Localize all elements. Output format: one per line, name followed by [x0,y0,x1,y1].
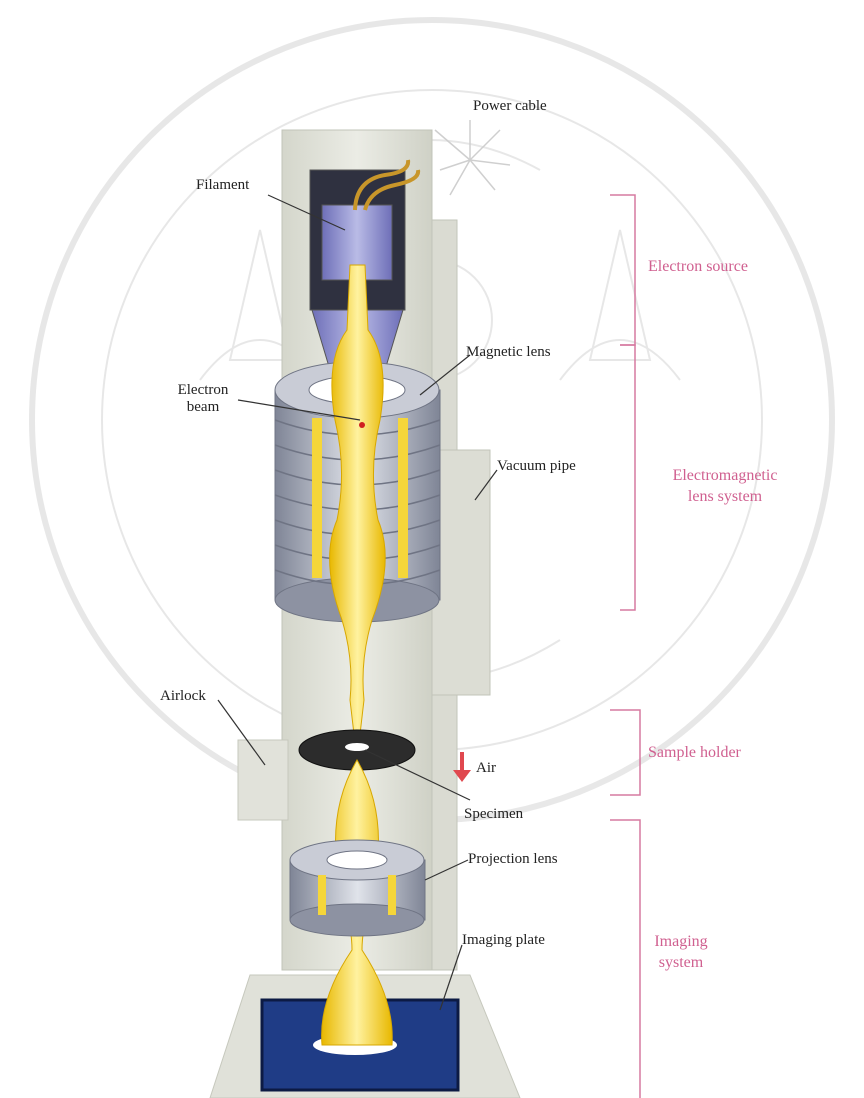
label-airlock: Airlock [160,688,206,705]
airlock [238,740,288,820]
label-vacuum-pipe: Vacuum pipe [497,458,576,475]
label-air: Air [476,760,496,777]
label-power-cable: Power cable [473,98,547,115]
section-electromagnetic-line-1: Electromagnetic [640,466,810,487]
power-burst [435,120,510,195]
section-imaging-line-1: Imaging [646,932,716,953]
section-electromagnetic-line-2: lens system [640,487,810,508]
section-electromagnetic-lens-system: Electromagnetic lens system [640,466,810,508]
section-imaging-system: Imaging system [646,932,716,974]
section-electron-source: Electron source [648,257,748,278]
label-projection-lens: Projection lens [468,851,558,868]
label-electron-beam-line-1: Electron [163,382,243,399]
label-electron-beam-line-2: beam [163,399,243,416]
section-brackets [610,195,640,1098]
vacuum-pipe [432,450,490,695]
projection-lens [290,840,425,936]
section-sample-holder: Sample holder [648,743,741,764]
label-specimen: Specimen [464,806,523,823]
label-filament: Filament [196,177,249,194]
column-right-lower [432,695,457,970]
section-imaging-line-2: system [646,953,716,974]
label-imaging-plate: Imaging plate [462,932,545,949]
label-electron-beam: Electron beam [163,382,243,417]
label-magnetic-lens: Magnetic lens [466,344,551,361]
